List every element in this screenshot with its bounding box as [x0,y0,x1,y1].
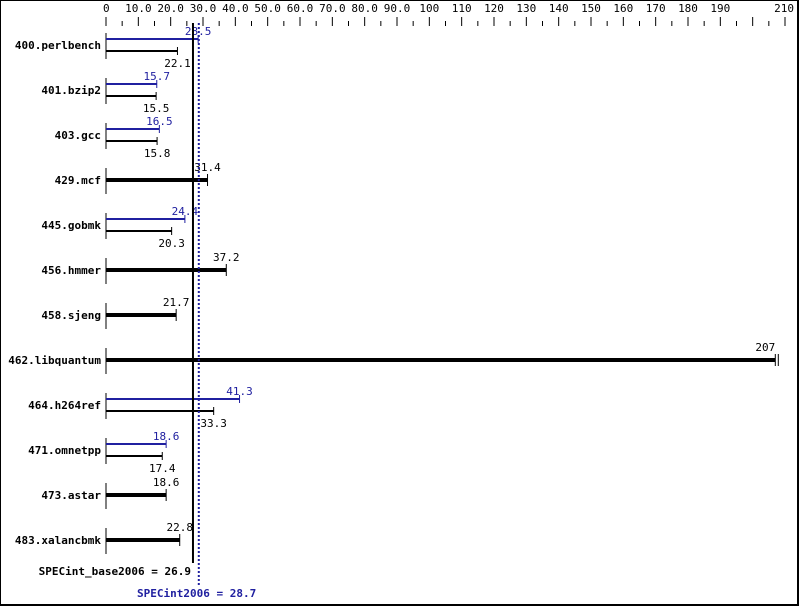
axis-tick-label: 30.0 [190,2,217,15]
axis-tick-label: 110 [452,2,472,15]
peak-value-label: 15.7 [144,70,171,83]
benchmark-label: 473.astar [41,489,101,502]
peak-value-label: 24.4 [172,205,199,218]
base-value-label: 15.5 [143,102,170,115]
axis-tick-label: 10.0 [125,2,152,15]
base-value-label: 18.6 [153,476,180,489]
base-value-label: 31.4 [194,161,221,174]
axis-tick-label: 150 [581,2,601,15]
axis-tick-label: 80.0 [351,2,378,15]
base-value-label: 22.8 [166,521,193,534]
axis-tick-label: 130 [516,2,536,15]
axis-tick-label: 0 [103,2,110,15]
peak-value-label: 41.3 [226,385,253,398]
benchmark-label: 401.bzip2 [41,84,101,97]
base-value-label: 22.1 [164,57,191,70]
base-value-label: 17.4 [149,462,176,475]
axis-tick-label: 190 [710,2,730,15]
base-value-label: 37.2 [213,251,240,264]
axis-tick-label: 120 [484,2,504,15]
axis-tick-label: 140 [549,2,569,15]
benchmark-label: 458.sjeng [41,309,101,322]
base-value-label: 207 [755,341,775,354]
benchmark-label: 429.mcf [55,174,101,187]
axis-tick-label: 100 [419,2,439,15]
base-value-label: 33.3 [200,417,227,430]
base-value-label: 20.3 [158,237,185,250]
benchmark-label: 464.h264ref [28,399,101,412]
axis-tick-label: 60.0 [287,2,314,15]
peak-value-label: 16.5 [146,115,173,128]
axis-tick-label: 50.0 [254,2,281,15]
benchmark-label: 445.gobmk [41,219,101,232]
base-value-label: 15.8 [144,147,171,160]
axis-tick-label: 210 [774,2,794,15]
base-value-label: 21.7 [163,296,190,309]
benchmark-label: 483.xalancbmk [15,534,101,547]
axis-tick-label: 90.0 [384,2,411,15]
axis-tick-label: 20.0 [157,2,184,15]
benchmark-label: 403.gcc [55,129,101,142]
axis-tick-label: 70.0 [319,2,346,15]
axis-tick-label: 40.0 [222,2,249,15]
peak-value-label: 18.6 [153,430,180,443]
axis-tick-label: 160 [613,2,633,15]
peak-reference-label: SPECint2006 = 28.7 [137,587,256,600]
benchmark-label: 471.omnetpp [28,444,101,457]
benchmark-label: 462.libquantum [8,354,101,367]
axis-tick-label: 170 [646,2,666,15]
benchmark-label: 456.hmmer [41,264,101,277]
base-reference-label: SPECint_base2006 = 26.9 [39,565,191,578]
benchmark-label: 400.perlbench [15,39,101,52]
axis-tick-label: 180 [678,2,698,15]
